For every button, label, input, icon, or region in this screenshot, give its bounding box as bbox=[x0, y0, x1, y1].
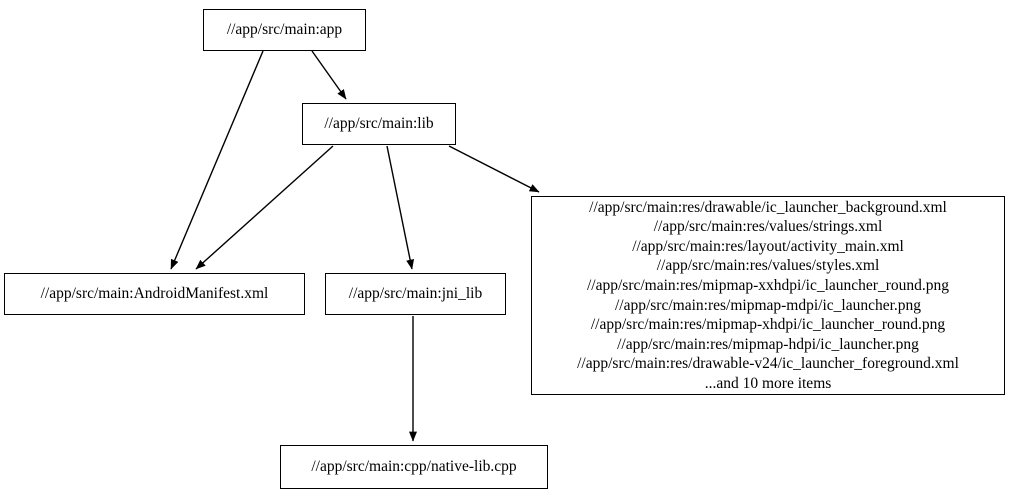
graph-node-native-lib-cpp[interactable]: //app/src/main:cpp/native-lib.cpp bbox=[280, 445, 548, 489]
graph-node-jni-lib-label: //app/src/main:jni_lib bbox=[348, 285, 483, 303]
edge-app-to-lib bbox=[311, 50, 347, 100]
edge-app-to-manifest bbox=[170, 50, 264, 270]
graph-node-jni-lib[interactable]: //app/src/main:jni_lib bbox=[325, 273, 506, 315]
graph-node-resources-label: //app/src/main:res/drawable/ic_launcher_… bbox=[577, 198, 959, 392]
graph-node-android-manifest[interactable]: //app/src/main:AndroidManifest.xml bbox=[4, 273, 305, 315]
graph-node-app[interactable]: //app/src/main:app bbox=[203, 9, 366, 51]
graph-node-lib[interactable]: //app/src/main:lib bbox=[302, 103, 456, 145]
edge-lib-to-jni-lib bbox=[386, 145, 415, 270]
graph-node-app-label: //app/src/main:app bbox=[226, 21, 343, 39]
graph-node-resources[interactable]: //app/src/main:res/drawable/ic_launcher_… bbox=[531, 196, 1005, 395]
edge-lib-to-manifest bbox=[195, 145, 334, 270]
graph-node-native-lib-cpp-label: //app/src/main:cpp/native-lib.cpp bbox=[311, 458, 517, 476]
graph-node-lib-label: //app/src/main:lib bbox=[324, 115, 434, 133]
graph-node-android-manifest-label: //app/src/main:AndroidManifest.xml bbox=[40, 285, 269, 303]
edge-lib-to-resources bbox=[448, 145, 540, 193]
